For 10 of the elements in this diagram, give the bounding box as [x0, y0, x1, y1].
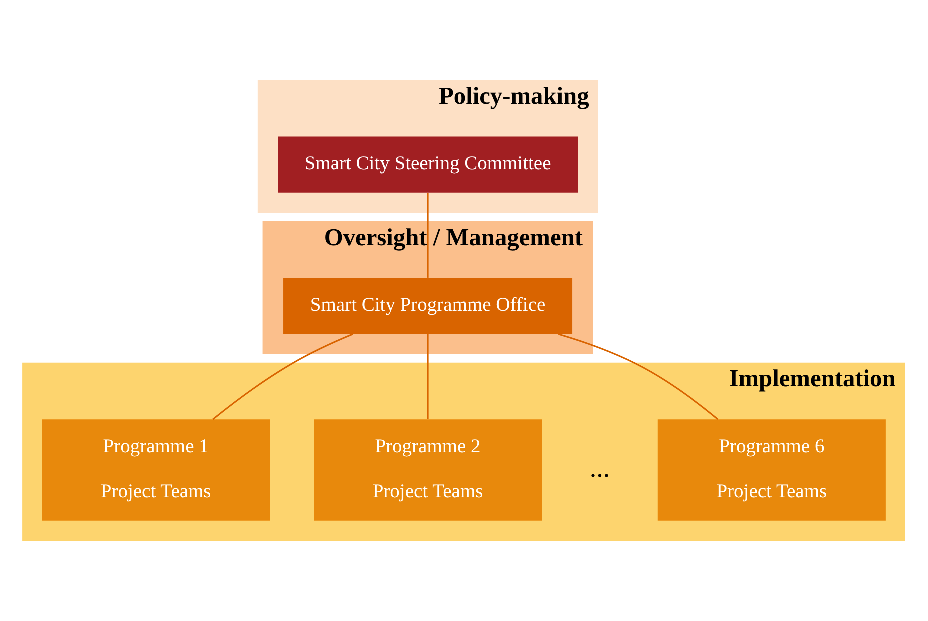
label: ... — [590, 453, 610, 484]
node-box: Smart City Programme Office — [284, 278, 573, 334]
node-box: Smart City Steering Committee — [278, 136, 578, 193]
connector — [427, 334, 429, 420]
connector — [427, 193, 429, 278]
connector — [212, 334, 354, 420]
node-box: Programme 2 Project Teams — [314, 420, 542, 521]
connector — [558, 334, 719, 420]
node-box: Programme 1 Project Teams — [42, 420, 270, 521]
node-box: Programme 6 Project Teams — [658, 420, 886, 521]
